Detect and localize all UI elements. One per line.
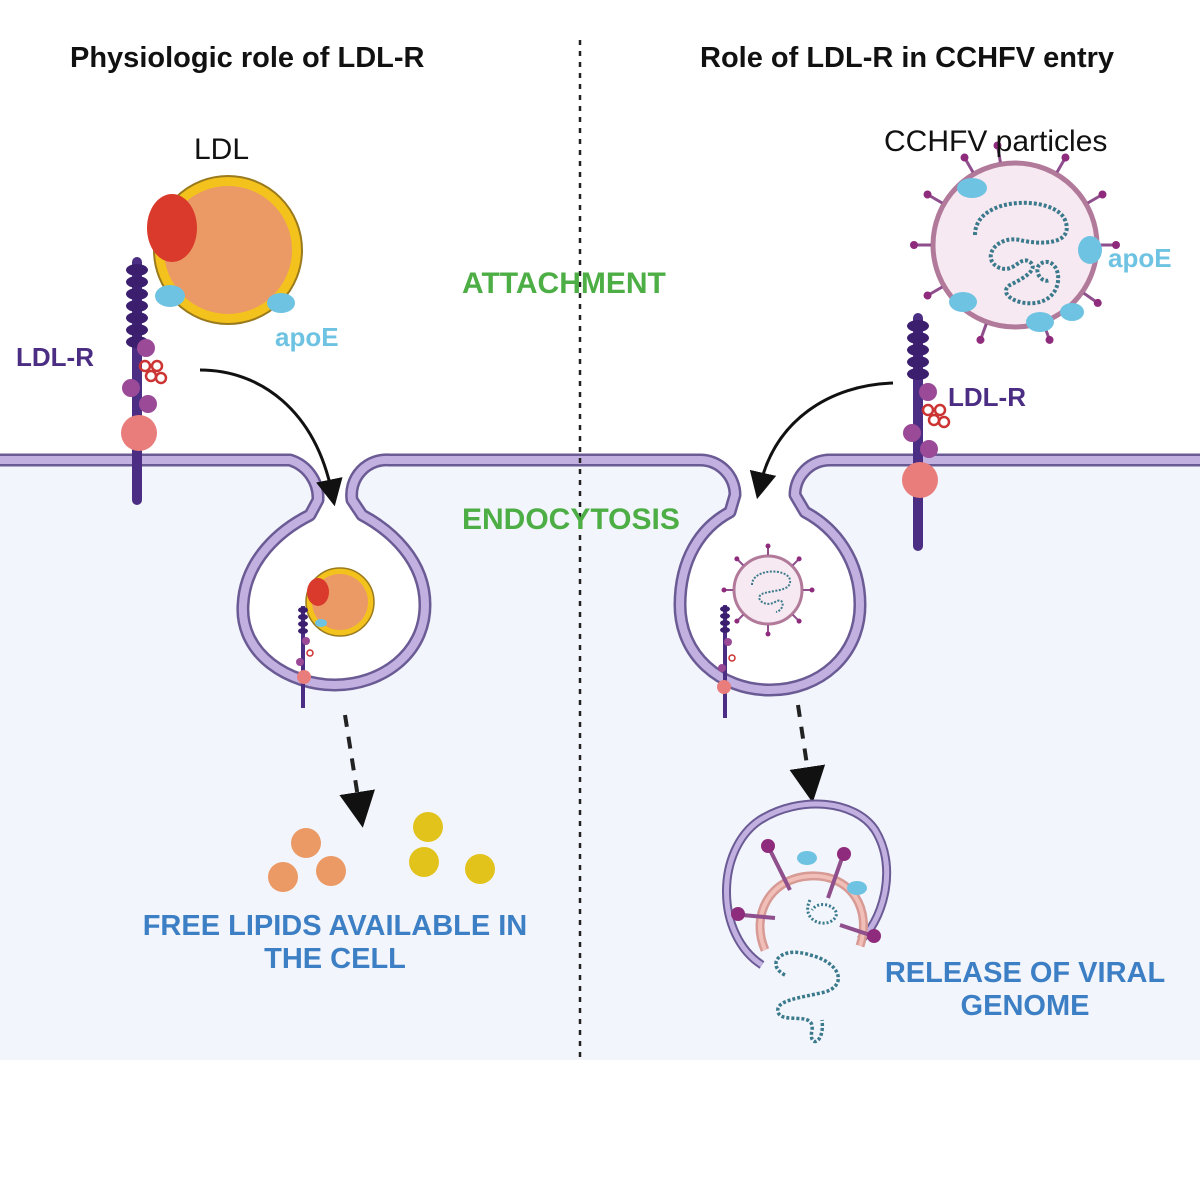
- left-panel-heading: Physiologic role of LDL-R: [70, 42, 425, 74]
- dashed-arrow-left: [339, 714, 375, 828]
- apoe-label-left: apoE: [275, 322, 339, 352]
- ldlr-label-right: LDL-R: [948, 382, 1026, 412]
- endosome-icon: [722, 799, 892, 969]
- cchfv-particles-label: CCHFV particles: [884, 125, 1108, 158]
- endocytosis-arrow-left: [199, 368, 343, 507]
- free-lipids-line2: THE CELL: [264, 943, 406, 976]
- free-lipids-line1: FREE LIPIDS AVAILABLE IN: [142, 910, 528, 942]
- dashed-arrow-right: [789, 704, 826, 803]
- ldl-receptor-icon: [902, 313, 951, 551]
- ldl-receptor-icon: [121, 257, 168, 505]
- internalized-ldl-icon: [296, 567, 375, 708]
- lipid-droplet-icon: [268, 812, 495, 892]
- ldlr-label-left: LDL-R: [16, 342, 94, 372]
- virus-particle-icon: [908, 139, 1122, 347]
- ldl-label: LDL: [194, 133, 250, 166]
- cytoplasm-area: [0, 459, 1200, 1060]
- viral-genome-icon: [973, 200, 1069, 306]
- release-genome-caption: RELEASE OF VIRAL GENOME: [870, 957, 1180, 1024]
- ldl-particle-icon: [147, 175, 303, 325]
- free-lipids-caption: FREE LIPIDS AVAILABLE IN THE CELL: [110, 910, 560, 977]
- apoe-label-right: apoE: [1108, 243, 1172, 273]
- release-genome-line2: GENOME: [960, 990, 1090, 1023]
- endocytosis-arrow-right: [749, 381, 894, 500]
- endocytosis-label: ENDOCYTOSIS: [462, 503, 680, 536]
- right-panel-heading: Role of LDL-R in CCHFV entry: [700, 42, 1115, 74]
- internalized-virus-icon: [717, 542, 816, 718]
- released-genome-icon: [774, 950, 840, 1044]
- attachment-label: ATTACHMENT: [462, 267, 666, 300]
- release-genome-line1: RELEASE OF VIRAL: [884, 957, 1166, 989]
